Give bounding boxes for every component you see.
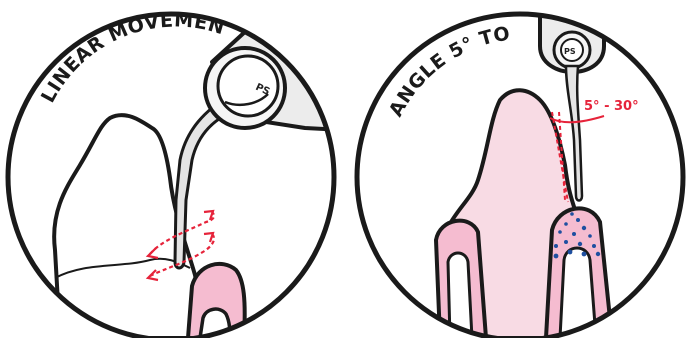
spray-drop: [596, 252, 600, 256]
spray-drop: [554, 254, 559, 259]
spray-drop: [576, 218, 580, 222]
spray-drop: [564, 240, 568, 244]
spray-drop: [592, 244, 596, 248]
spray-drop: [588, 234, 592, 238]
handpiece-ps-mark: PS: [564, 47, 576, 56]
panel-linear-movement: PS LINEAR MOVEMENT: [0, 0, 345, 338]
spray-drop: [578, 242, 582, 246]
spray-drop: [570, 212, 574, 216]
spray-drop: [564, 222, 568, 226]
spray-drop: [568, 250, 573, 255]
spray-drop: [558, 230, 562, 234]
spray-drop: [572, 232, 576, 236]
angle-label: 5° - 30°: [584, 99, 639, 114]
spray-drop: [582, 226, 586, 230]
spray-drop: [582, 252, 587, 257]
spray-drop: [554, 244, 558, 248]
